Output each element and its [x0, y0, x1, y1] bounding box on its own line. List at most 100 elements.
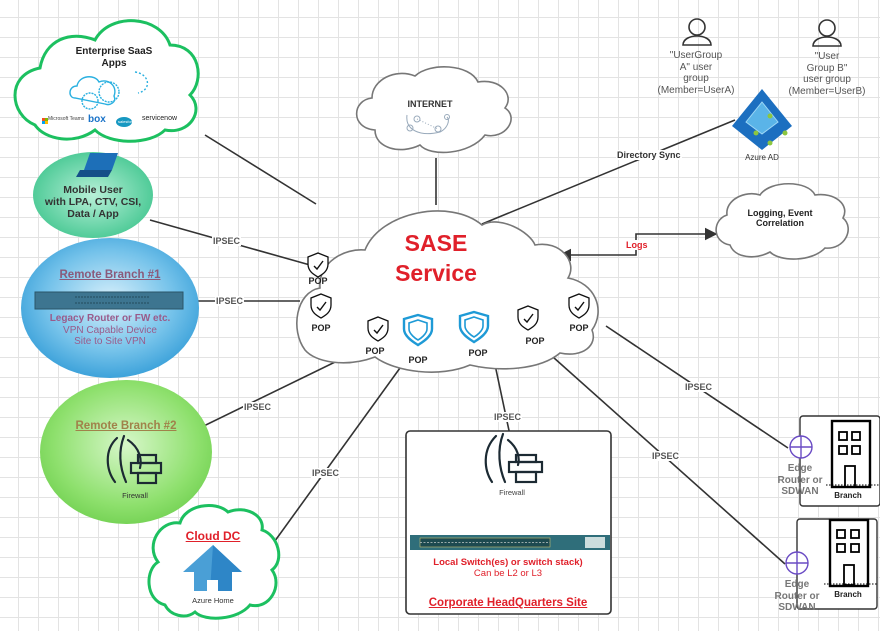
- mobile-user-line1: Mobile User: [63, 184, 123, 196]
- user-group-b-line1: "User: [814, 51, 840, 62]
- edge-saas-sase: [204, 134, 317, 205]
- internet-network-icon: [406, 114, 450, 135]
- logging-line1: Logging, Event: [747, 208, 813, 218]
- pop-label-2: POP: [311, 323, 331, 333]
- mobile-user-line2: with LPA, CTV, CSI,: [44, 196, 142, 209]
- pop-shield-check-icon: [307, 252, 329, 278]
- remote-branch-1-desc: Legacy Router or FW etc. VPN Capable Dev…: [30, 313, 190, 348]
- user-group-a-line2: A" user: [679, 61, 713, 73]
- user-group-b-line2: Group B": [806, 62, 848, 74]
- logging-cloud: [715, 183, 849, 260]
- sase-title-line1: SASE: [404, 230, 468, 256]
- hq-switch-line1: Local Switch(es) or switch stack): [433, 557, 583, 568]
- remote-branch-1-line3: Site to Site VPN: [74, 336, 146, 347]
- edge-router-2-line1: Edge: [784, 579, 810, 590]
- edge-router-1-label: Edge Router or SDWAN: [768, 463, 832, 498]
- saas-logos: [42, 117, 132, 127]
- microsoft-logo-icon: [42, 118, 45, 121]
- pop-shield-blue-icon: [402, 313, 434, 347]
- pop-shield-check-icon: [568, 293, 590, 319]
- edge-label-logs: Logs: [625, 240, 649, 250]
- saas-title: Enterprise SaaS Apps: [54, 46, 174, 69]
- edge-label-ipsec-mobile: IPSEC: [212, 236, 242, 246]
- pop-label-6: POP: [525, 336, 545, 346]
- legacy-router-device-icon: [34, 291, 184, 310]
- hq-firewall-label: Firewall: [499, 488, 525, 497]
- pop-label-5: POP: [468, 348, 488, 358]
- saas-logo-box: box: [88, 114, 106, 125]
- mobile-user-node: [33, 152, 153, 238]
- user-group-b-icon: [812, 19, 842, 47]
- branch-building-1: [799, 415, 880, 507]
- branch-building-1-label: Branch: [834, 491, 862, 500]
- pop-label-7: POP: [569, 323, 589, 333]
- edge-label-ipsec-clouddc: IPSEC: [311, 468, 341, 478]
- internet-cloud: [355, 66, 512, 154]
- edge-router-1-line1: Edge: [787, 463, 813, 474]
- remote-branch-1-line1: Legacy Router or FW etc.: [49, 313, 171, 324]
- user-group-a-line3: group: [683, 73, 709, 84]
- sase-title-line2: Service: [395, 259, 477, 286]
- pop-label-1: POP: [308, 276, 328, 286]
- mobile-user-label: Mobile User with LPA, CTV, CSI, Data / A…: [33, 184, 153, 220]
- azure-ad-icon: [732, 89, 792, 150]
- edge-label-ipsec-branch3: IPSEC: [684, 382, 714, 392]
- edge-router-icon-2: [785, 551, 809, 575]
- user-group-b-line3: user group: [803, 74, 851, 85]
- saas-logo-servicenow: servicenow: [142, 115, 178, 122]
- hq-switch-line2: Can be L2 or L3: [473, 567, 543, 579]
- edge-clouddc-sase: [271, 367, 401, 546]
- edge-router-2-label: Edge Router or SDWAN: [765, 579, 829, 614]
- saas-title-line2: Apps: [101, 57, 127, 69]
- edge-router-1-line2: Router or: [777, 474, 823, 486]
- pop-shield-blue-icon: [458, 310, 490, 344]
- pop-shield-check-icon: [517, 305, 539, 331]
- hq-site-title[interactable]: Corporate HeadQuarters Site: [428, 597, 588, 609]
- edge-label-ipsec-branch4: IPSEC: [651, 451, 681, 461]
- saas-title-line1: Enterprise SaaS: [75, 46, 153, 57]
- edge-label-directory-sync: Directory Sync: [616, 150, 682, 160]
- user-group-a-line1: "UserGroup: [669, 50, 723, 61]
- remote-branch-2-firewall-label: Firewall: [122, 491, 148, 500]
- saas-cloud-gear-icon: [69, 71, 149, 110]
- edge-hq-sase: [493, 359, 512, 441]
- remote-branch-1-title[interactable]: Remote Branch #1: [59, 269, 161, 281]
- pop-shield-check-icon: [310, 293, 332, 319]
- edge-label-ipsec-hq: IPSEC: [493, 412, 523, 422]
- remote-branch-2-title[interactable]: Remote Branch #2: [75, 420, 177, 432]
- pop-label-4: POP: [408, 355, 428, 365]
- edge-azuread-sase: [481, 119, 736, 225]
- hq-firewall-icon: [484, 432, 544, 484]
- hq-switch-label: Local Switch(es) or switch stack) Can be…: [408, 557, 608, 580]
- azure-ad-label: Azure AD: [745, 153, 779, 162]
- edge-router-2-line2: Router or: [774, 590, 820, 602]
- remote-branch-1-line2: VPN Capable Device: [63, 324, 157, 336]
- pop-label-3: POP: [365, 346, 385, 356]
- user-group-a-line4: (Member=UserA): [657, 84, 735, 96]
- edge-label-ipsec-branch2: IPSEC: [243, 402, 273, 412]
- sase-service-title: SASE Service: [366, 229, 506, 289]
- azure-home-icon: [183, 545, 242, 591]
- internet-label: INTERNET: [407, 99, 453, 109]
- edge-logs-to-logging: [635, 227, 718, 241]
- pop-shield-check-icon: [367, 316, 389, 342]
- user-group-a-label: "UserGroup A" user group (Member=UserA): [646, 50, 746, 96]
- logging-label: Logging, Event Correlation: [725, 208, 835, 229]
- logging-line2: Correlation: [755, 218, 804, 229]
- laptop-icon: [76, 153, 118, 177]
- branch2-firewall-icon: [106, 434, 163, 485]
- edge-router-1-line3: SDWAN: [781, 486, 819, 497]
- user-group-b-line4: (Member=UserB): [788, 85, 866, 97]
- edge-label-ipsec-branch1: IPSEC: [215, 296, 245, 306]
- user-group-b-label: "User Group B" user group (Member=UserB): [777, 51, 877, 97]
- cloud-dc-title[interactable]: Cloud DC: [185, 529, 241, 543]
- remote-branch-2-node: [40, 380, 212, 524]
- hq-switch-icon: [410, 535, 610, 550]
- saas-logo-salesforce: salesforce: [118, 119, 137, 124]
- hq-site-box: [405, 430, 612, 615]
- salesforce-logo-icon: [116, 117, 132, 127]
- branch-building-2-label: Branch: [834, 590, 862, 599]
- mobile-user-line3: Data / App: [67, 208, 119, 221]
